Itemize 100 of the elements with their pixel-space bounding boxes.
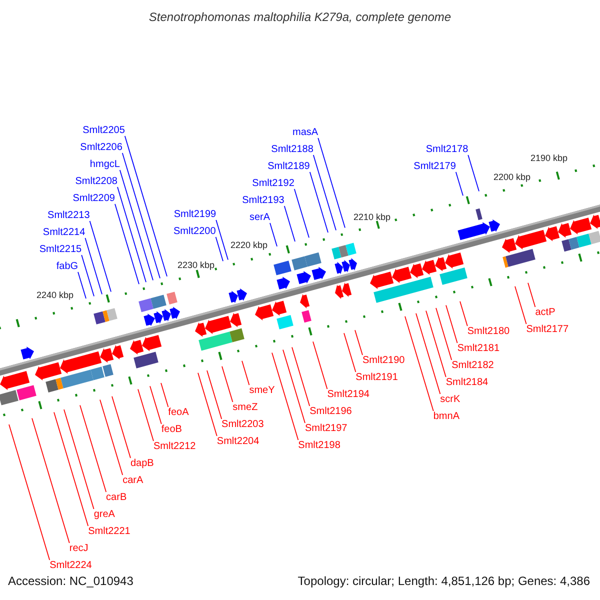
- gene-label: Smlt2178: [426, 144, 468, 155]
- gene-label: Smlt2181: [457, 343, 500, 354]
- scale-label: 2190 kbp: [529, 153, 569, 163]
- gene-label: Smlt2213: [48, 210, 90, 221]
- leader-line: [270, 222, 278, 247]
- leader-line: [272, 352, 299, 440]
- leader-line: [455, 172, 464, 196]
- gene-label: Smlt2179: [414, 161, 456, 172]
- gene-label: Smlt2180: [467, 326, 510, 337]
- leader-line: [514, 286, 527, 324]
- leader-line: [117, 186, 146, 283]
- gene-label: Smlt2193: [242, 195, 284, 206]
- leader-line: [292, 346, 310, 406]
- leader-line: [309, 172, 328, 233]
- scale-label: 2210 kbp: [352, 212, 392, 222]
- leader-line: [216, 220, 228, 260]
- leader-line: [312, 341, 328, 390]
- leader-line: [242, 360, 250, 386]
- scale-label: 2230 kbp: [176, 260, 216, 270]
- leader-line: [112, 396, 131, 458]
- leader-line: [282, 349, 306, 424]
- leader-line: [460, 300, 468, 326]
- gene-label: Smlt2177: [526, 324, 569, 335]
- leader-line: [119, 170, 154, 281]
- gene-label: feoB: [161, 424, 182, 435]
- leader-line: [426, 310, 446, 378]
- leader-line: [312, 154, 336, 231]
- leader-line: [215, 236, 224, 262]
- leader-line: [32, 418, 70, 544]
- leader-line: [89, 220, 112, 292]
- leader-line: [354, 330, 363, 356]
- leader-line: [78, 272, 86, 299]
- gene-label: Smlt2184: [446, 377, 488, 388]
- gene-label: dapB: [130, 458, 154, 469]
- leader-line: [80, 404, 107, 492]
- leader-line: [150, 386, 162, 424]
- genome-stats-text: Topology: circular; Length: 4,851,126 bp; Genes: 4,386: [298, 574, 590, 588]
- scale-label: 2220 kbp: [229, 240, 269, 250]
- gene-label: Smlt2224: [50, 560, 92, 571]
- leader-line: [404, 316, 434, 412]
- gene-label: Smlt2192: [252, 178, 294, 189]
- leader-line: [84, 238, 102, 295]
- leader-line: [206, 370, 222, 420]
- gene-label: bmnA: [433, 411, 460, 422]
- leader-line: [222, 366, 234, 402]
- gene-label: Smlt2221: [88, 526, 130, 537]
- gene-label: hmgcL: [90, 159, 120, 170]
- leader-line: [114, 204, 140, 285]
- gene-label: Smlt2189: [268, 161, 310, 172]
- gene-label: Smlt2214: [42, 227, 86, 238]
- leader-line: [344, 332, 356, 372]
- gene-label: Smlt2212: [154, 441, 196, 452]
- leader-line: [446, 304, 458, 344]
- gene-label: Smlt2205: [82, 125, 125, 136]
- gene-label: actP: [535, 307, 556, 318]
- gene-label: carA: [122, 475, 144, 486]
- leader-line: [416, 312, 441, 394]
- gene-label: masA: [292, 127, 318, 138]
- gene-label: serA: [249, 212, 270, 223]
- gene-label: carB: [106, 492, 127, 503]
- gene-label: Smlt2215: [39, 244, 82, 255]
- accession-text: Accession: NC_010943: [8, 574, 134, 588]
- gene-label: recJ: [69, 543, 88, 554]
- gene-label: fabG: [56, 261, 78, 272]
- leader-line: [122, 152, 160, 279]
- gene-label: Smlt2188: [271, 144, 314, 155]
- leader-line: [8, 424, 50, 560]
- gene-label: Smlt2182: [452, 360, 494, 371]
- gene-label: Smlt2191: [356, 372, 398, 383]
- gene-label: Smlt2206: [80, 142, 122, 153]
- leader-line: [468, 154, 480, 192]
- gene-label: Smlt2203: [222, 419, 264, 430]
- leader-line: [138, 388, 154, 442]
- scale-label: 2200 kbp: [492, 172, 532, 182]
- gene-label: Smlt2209: [72, 193, 115, 204]
- leader-line: [284, 206, 296, 242]
- gene-label: greA: [94, 509, 115, 520]
- leader-line: [294, 188, 310, 238]
- leader-line: [528, 282, 536, 308]
- gene-label: Smlt2208: [75, 176, 118, 187]
- leader-line: [124, 136, 168, 277]
- leader-line: [100, 399, 124, 476]
- gene-label: smeY: [249, 385, 275, 396]
- leader-line: [160, 382, 169, 408]
- gene-label: Smlt2198: [298, 440, 340, 451]
- gene-label: Smlt2204: [216, 436, 260, 447]
- gene-label: Smlt2196: [310, 406, 352, 417]
- leader-line: [81, 254, 94, 297]
- scale-label: 2240 kbp: [35, 290, 75, 300]
- gene-label: scrK: [440, 394, 460, 405]
- map-title: Stenotrophomonas maltophilia K279a, complete genome: [148, 10, 452, 24]
- leader-line: [64, 409, 94, 510]
- gene-label: Smlt2194: [327, 389, 370, 400]
- gene-label: smeZ: [232, 402, 258, 413]
- gene-label: Smlt2200: [174, 226, 216, 237]
- leader-line: [318, 138, 346, 228]
- gene-label: feoA: [168, 407, 189, 418]
- leader-line: [436, 308, 452, 360]
- leader-line: [198, 372, 218, 436]
- gene-label: Smlt2190: [362, 355, 405, 366]
